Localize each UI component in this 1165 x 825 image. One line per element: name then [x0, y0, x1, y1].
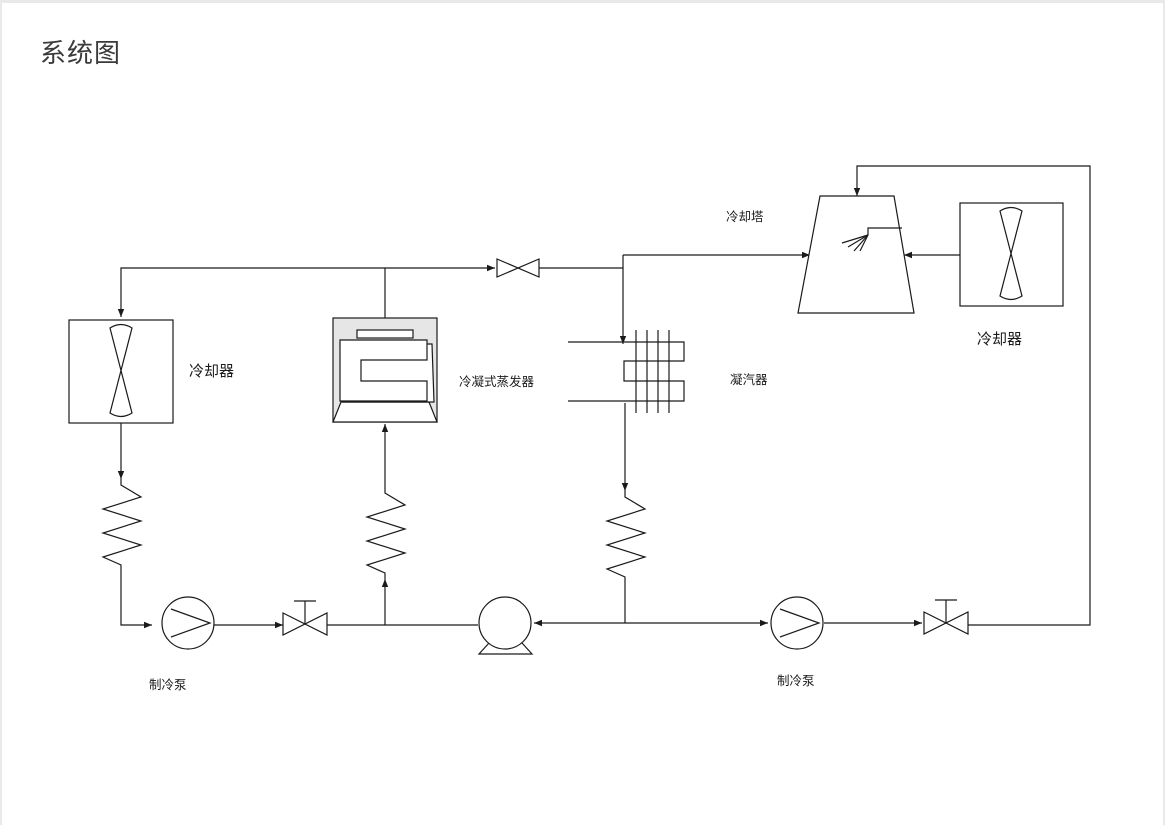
evaporative-condenser	[332, 317, 438, 423]
coil-left	[101, 479, 143, 571]
label-pump-right: 制冷泵	[777, 673, 815, 688]
valve-left	[282, 600, 328, 636]
spray-nozzle-icon	[841, 234, 869, 252]
condenser	[568, 330, 685, 413]
label-condenser: 凝汽器	[730, 372, 768, 387]
label-pump-left: 制冷泵	[149, 677, 187, 692]
label-evaporative-condenser: 冷凝式蒸发器	[459, 374, 535, 389]
pipe-to-left-cooler	[117, 267, 385, 317]
pipe-coil-to-pump	[120, 571, 152, 629]
coil-middle	[365, 487, 407, 579]
cooling-tower	[797, 195, 915, 314]
return-pipe-to-tower	[853, 165, 1091, 626]
coil-icon	[339, 339, 428, 402]
page-title: 系统图	[40, 39, 122, 69]
label-cooling-tower: 冷却塔	[726, 209, 764, 224]
valve-right	[923, 599, 969, 635]
coil-icon	[623, 341, 685, 402]
diagram-canvas: 系统图	[2, 3, 1163, 825]
cooler-left	[68, 319, 174, 424]
pump-right	[770, 596, 824, 650]
pipe-to-condenser	[539, 267, 627, 344]
system-diagram: 冷却器 冷凝式蒸发器 凝汽器 冷却塔 冷却器 制冷泵 制冷泵	[68, 165, 1091, 692]
coil-right	[605, 491, 647, 583]
fan-icon	[109, 323, 133, 418]
cooler-right	[959, 202, 1064, 307]
pump-left	[161, 596, 215, 650]
fan-icon	[999, 206, 1023, 301]
label-cooler-right: 冷却器	[977, 330, 1022, 348]
spray-pipe	[867, 227, 902, 235]
compressor	[477, 596, 534, 655]
valve-top	[496, 258, 540, 278]
label-cooler-left: 冷却器	[189, 362, 234, 380]
